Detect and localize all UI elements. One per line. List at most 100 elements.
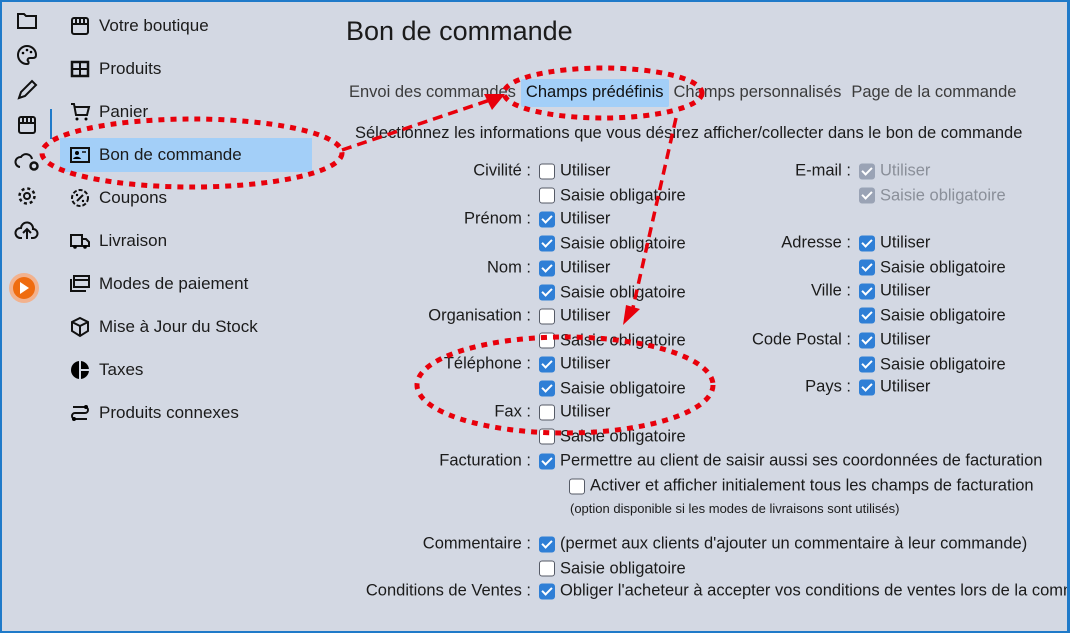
checkbox[interactable]	[859, 163, 875, 179]
option-label: Saisie obligatoire	[560, 234, 686, 252]
field-option[interactable]: Saisie obligatoire	[539, 186, 686, 205]
checkbox[interactable]	[859, 259, 875, 276]
palette-icon[interactable]	[14, 42, 40, 68]
field-option[interactable]: Saisie obligatoire	[539, 427, 686, 446]
field-option[interactable]: Saisie obligatoire	[859, 355, 1006, 374]
sidebar-item-label: Taxes	[99, 360, 144, 379]
field-option[interactable]: Saisie obligatoire	[539, 331, 686, 350]
sidebar-item-produits-connexes[interactable]: Produits connexes	[60, 396, 312, 430]
checkbox[interactable]	[539, 380, 555, 397]
field-option[interactable]: Utiliser	[859, 331, 930, 350]
checkbox[interactable]	[539, 235, 555, 252]
sidebar-item-label: Modes de paiement	[99, 274, 249, 293]
sidebar-item-produits[interactable]: Produits	[60, 52, 312, 86]
option-label: Utiliser	[880, 233, 931, 252]
field-option[interactable]: Saisie obligatoire	[539, 379, 686, 398]
checkbox[interactable]	[859, 307, 875, 324]
option-label: Saisie obligatoire	[880, 355, 1006, 373]
sidebar-item-mise-a-jour-du-stock[interactable]: Mise à Jour du Stock	[60, 310, 312, 344]
checkbox[interactable]	[539, 453, 555, 469]
cloud-settings-icon[interactable]	[14, 148, 40, 174]
box-icon	[69, 316, 91, 338]
field-option[interactable]: Permettre au client de saisir aussi ses …	[539, 452, 1042, 471]
cloud-upload-icon[interactable]	[14, 218, 40, 244]
option-label: Activer et afficher initialement tous le…	[590, 476, 1034, 495]
checkbox[interactable]	[539, 260, 555, 276]
field-option[interactable]: Saisie obligatoire	[539, 559, 686, 578]
field-option[interactable]: Saisie obligatoire	[539, 283, 686, 302]
field-option[interactable]: Utiliser	[859, 282, 930, 301]
sidebar-item-label: Votre boutique	[99, 16, 209, 35]
sidebar-item-label: Coupons	[99, 188, 168, 207]
field-option[interactable]: Utiliser	[539, 210, 610, 229]
field-option[interactable]: Activer et afficher initialement tous le…	[569, 477, 1034, 496]
checkbox[interactable]	[539, 308, 555, 324]
checkbox[interactable]	[539, 187, 555, 204]
checkbox[interactable]	[539, 211, 555, 227]
field-option[interactable]: Utiliser	[539, 259, 610, 278]
checkbox[interactable]	[539, 284, 555, 301]
sidebar-item-livraison[interactable]: Livraison	[60, 224, 312, 258]
gear-icon[interactable]	[14, 183, 40, 209]
sidebar-item-panier[interactable]: Panier	[60, 95, 312, 129]
field-option[interactable]: Saisie obligatoire	[859, 186, 1006, 205]
field-option[interactable]: Utiliser	[859, 234, 930, 253]
sidebar-item-label: Panier	[99, 102, 149, 121]
field-option[interactable]: Utiliser	[539, 403, 610, 422]
play-button[interactable]	[9, 273, 39, 303]
tab-2[interactable]: Champs prédéfinis	[520, 79, 669, 107]
sidebar-item-bon-de-commande[interactable]: Bon de commande	[60, 138, 312, 172]
checkbox[interactable]	[859, 283, 875, 299]
checkbox[interactable]	[539, 536, 555, 552]
store-icon[interactable]	[14, 112, 40, 138]
checkbox[interactable]	[539, 163, 555, 179]
page-title: Bon de commande	[346, 16, 573, 46]
checkbox[interactable]	[859, 235, 875, 251]
field-option[interactable]: Saisie obligatoire	[859, 306, 1006, 325]
checkbox[interactable]	[539, 560, 555, 577]
payment-icon	[69, 273, 91, 295]
field-option[interactable]: Obliger l'acheteur à accepter vos condit…	[539, 582, 1070, 601]
option-label: Obliger l'acheteur à accepter vos condit…	[560, 581, 1070, 600]
sidebar-item-modes-de-paiement[interactable]: Modes de paiement	[60, 267, 312, 301]
checkbox[interactable]	[859, 356, 875, 373]
store-icon	[69, 15, 91, 37]
checkbox[interactable]	[859, 187, 875, 204]
checkbox[interactable]	[859, 379, 875, 395]
option-label: Utiliser	[880, 377, 931, 396]
field-option[interactable]: Saisie obligatoire	[539, 234, 686, 253]
folder-icon[interactable]	[14, 8, 40, 34]
field-label: Adresse :	[781, 233, 851, 252]
field-option[interactable]: Saisie obligatoire	[859, 258, 1006, 277]
sidebar-item-taxes[interactable]: Taxes	[60, 353, 312, 387]
sidebar-item-coupons[interactable]: Coupons	[60, 181, 312, 215]
checkbox[interactable]	[539, 356, 555, 372]
field-label: Prénom :	[464, 209, 531, 228]
tab-1[interactable]: Envoi des commandes	[349, 83, 516, 101]
tab-3[interactable]: Champs personnalisés	[673, 83, 842, 101]
field-label: Code Postal :	[751, 330, 851, 349]
checkbox[interactable]	[539, 583, 555, 599]
pencil-icon[interactable]	[14, 77, 40, 103]
id-card-icon	[69, 144, 91, 166]
option-label: Saisie obligatoire	[560, 186, 686, 204]
checkbox[interactable]	[539, 332, 555, 349]
field-option[interactable]: Utiliser	[539, 307, 610, 326]
sidebar-item-votre-boutique[interactable]: Votre boutique	[60, 9, 312, 43]
table-icon	[69, 58, 91, 80]
checkbox[interactable]	[859, 332, 875, 348]
field-option[interactable]: Utiliser	[859, 378, 930, 397]
field-label: Pays :	[805, 377, 851, 396]
tab-4[interactable]: Page de la commande	[851, 83, 1017, 101]
field-option[interactable]: Utiliser	[859, 162, 930, 181]
field-option[interactable]: (permet aux clients d'ajouter un comment…	[539, 535, 1027, 554]
checkbox[interactable]	[539, 428, 555, 445]
option-label: Saisie obligatoire	[560, 379, 686, 397]
checkbox[interactable]	[539, 404, 555, 420]
icon-rail	[0, 0, 52, 633]
field-option[interactable]: Utiliser	[539, 355, 610, 374]
field-option[interactable]: Utiliser	[539, 162, 610, 181]
checkbox[interactable]	[569, 478, 585, 494]
option-label: Utiliser	[880, 330, 931, 349]
field-label: Conditions de Ventes :	[365, 581, 531, 600]
